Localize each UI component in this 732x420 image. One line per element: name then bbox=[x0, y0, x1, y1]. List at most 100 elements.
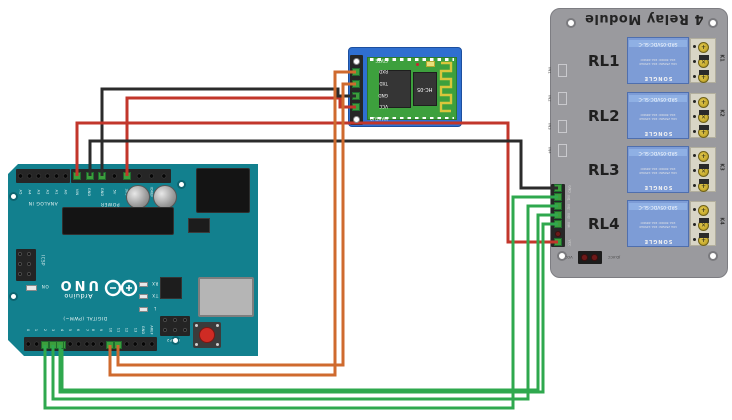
terminal-pin-dot bbox=[693, 238, 696, 241]
pin-label: A3 bbox=[36, 189, 41, 194]
terminal-label-k2: K2 bbox=[718, 109, 725, 117]
l-led bbox=[139, 307, 148, 312]
pin-label: GND bbox=[99, 187, 104, 196]
mounting-hole bbox=[557, 251, 567, 261]
pin-label: A0 bbox=[63, 189, 68, 194]
relay-module-title: 4 Relay Module bbox=[584, 11, 704, 26]
terminal-divider bbox=[699, 109, 709, 115]
terminal-label-k1: K1 bbox=[718, 54, 725, 62]
usb-connector bbox=[198, 277, 254, 317]
relay-name-rl2: RL2 bbox=[588, 107, 620, 125]
pin-label: A5 bbox=[18, 189, 23, 194]
bluetooth-ic bbox=[379, 70, 411, 108]
jumper-pin bbox=[581, 254, 588, 261]
terminal-block-k3: +✕+ bbox=[690, 147, 716, 192]
terminal-block-k1: +✕+ bbox=[690, 38, 716, 83]
capacitor bbox=[153, 185, 177, 209]
terminal-screw-icon[interactable]: + bbox=[698, 205, 709, 216]
power-jack bbox=[196, 168, 250, 213]
terminal-divider bbox=[699, 178, 709, 184]
input-mark-in3 bbox=[558, 120, 567, 133]
relay-name-rl4: RL4 bbox=[588, 215, 620, 233]
relay-brand-label: SONGLE bbox=[643, 75, 673, 81]
infinity-logo-icon bbox=[104, 280, 138, 297]
mounting-hole bbox=[177, 180, 186, 189]
hc05-pin-label-rxd: RXD bbox=[378, 69, 388, 75]
pin-label: 9 bbox=[99, 328, 104, 331]
usb-interface-chip bbox=[160, 277, 182, 299]
terminal-divider bbox=[699, 54, 709, 60]
arduino-brand-label: Arduino bbox=[63, 292, 93, 300]
terminal-divider bbox=[699, 163, 709, 169]
on-led bbox=[26, 285, 37, 291]
pin-label: 6 bbox=[76, 328, 81, 331]
terminal-divider bbox=[699, 124, 709, 130]
mounting-hole bbox=[9, 292, 18, 301]
terminal-screw-icon[interactable]: + bbox=[698, 151, 709, 162]
terminal-pin-dot bbox=[693, 169, 696, 172]
terminal-label-k3: K3 bbox=[718, 163, 725, 171]
pin-label: AREF bbox=[149, 324, 154, 335]
terminal-screw-icon[interactable]: + bbox=[698, 42, 709, 53]
input-mark-in1 bbox=[558, 64, 567, 77]
pin-label: 1 bbox=[34, 328, 39, 331]
pin-label: GND bbox=[141, 325, 146, 334]
pin-label: A2 bbox=[45, 189, 50, 194]
relay-header-label-in3: IN3 bbox=[566, 212, 571, 219]
pin-label: 0 bbox=[26, 328, 31, 331]
hc05-pin-label-vcc: VCC bbox=[379, 104, 388, 110]
terminal-screw-icon[interactable]: + bbox=[698, 97, 709, 108]
mounting-hole bbox=[9, 192, 18, 201]
terminal-label-k4: K4 bbox=[718, 217, 725, 225]
pin-label: A1 bbox=[54, 189, 59, 194]
terminal-block-k2: +✕+ bbox=[690, 93, 716, 138]
state-pin-hole bbox=[352, 57, 360, 65]
terminal-divider bbox=[699, 217, 709, 223]
castellation-top bbox=[370, 58, 454, 61]
relay-brand-label: SONGLE bbox=[643, 130, 673, 136]
terminal-pin-dot bbox=[693, 100, 696, 103]
power-pin-header bbox=[71, 169, 171, 183]
pin-label: 11 bbox=[116, 327, 121, 332]
terminal-pin-dot bbox=[693, 184, 696, 187]
wakeup-pin-hole bbox=[352, 115, 360, 123]
analog-pin-header bbox=[16, 169, 70, 183]
digital-high-pin-header bbox=[89, 337, 157, 351]
antenna-icon bbox=[439, 61, 453, 113]
terminal-divider bbox=[699, 69, 709, 75]
mounting-hole bbox=[708, 251, 718, 261]
capacitor bbox=[126, 185, 150, 209]
input-label-in3: IN3 bbox=[547, 123, 553, 130]
hc05-bluetooth-module: HC-05 bbox=[348, 47, 462, 127]
input-label-in1: IN1 bbox=[547, 67, 553, 74]
digital-group-label: DIGITAL (PWM~) bbox=[62, 315, 108, 320]
icsp2-label: ICSP2 bbox=[166, 338, 180, 343]
jumper-pin bbox=[591, 254, 598, 261]
icsp-label: ICSP bbox=[40, 255, 46, 266]
hc05-pin-label-wakeup: WAKEUP bbox=[370, 116, 388, 122]
relay-model-label: SRD-05VDC-SL-C bbox=[629, 203, 687, 210]
hc05-chip-label: HC-05 bbox=[417, 86, 433, 92]
input-mark-in2 bbox=[558, 92, 567, 105]
reset-button-cap[interactable] bbox=[199, 327, 215, 343]
hc05-pin-label-state: STATE bbox=[375, 58, 388, 64]
pin-label: 5V bbox=[112, 189, 117, 194]
relay-header-label-vcc: VCC bbox=[567, 239, 572, 246]
jumper-label-vcc: VCC bbox=[565, 255, 573, 259]
terminal-pin-dot bbox=[693, 130, 696, 133]
wire-hc05-gnd[interactable] bbox=[100, 87, 356, 176]
reset-button[interactable] bbox=[193, 322, 221, 348]
pin-label: 12 bbox=[124, 327, 129, 332]
relay-control-header bbox=[551, 184, 565, 247]
analog-group-label: ANALOG IN bbox=[28, 200, 58, 205]
